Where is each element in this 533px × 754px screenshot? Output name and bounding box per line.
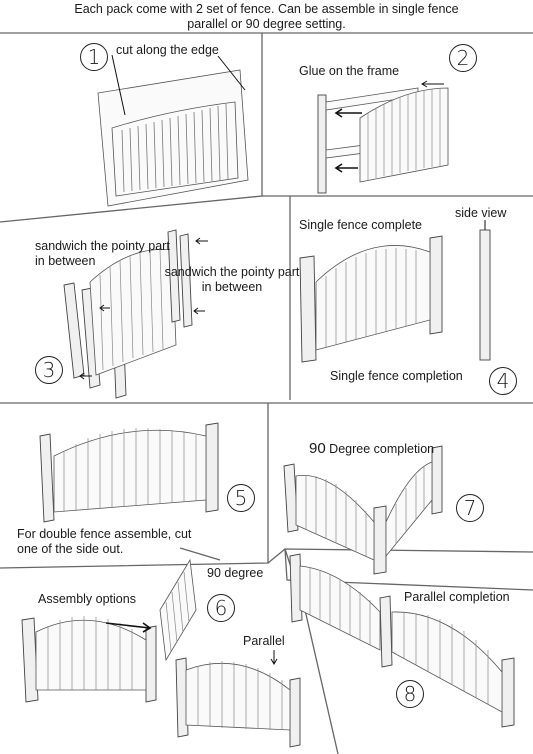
step-5-number: 5 [227,484,255,512]
step1-sheet-drawing [97,54,249,207]
step-5-label: For double fence assemble, cut one of th… [17,527,192,556]
step6-options-drawing [21,558,301,748]
step-8-number: 8 [396,680,424,708]
step-3-number: 3 [35,356,63,384]
step-4-label-top: Single fence complete [299,218,422,232]
step-4-label-bottom: Single fence completion [330,369,463,383]
step-3-label-right: sandwich the pointy part in between [164,265,300,294]
step5-fence-drawing [39,422,219,523]
header-line-2: parallel or 90 degree setting. [187,17,346,31]
step-7-label-text: Degree completion [329,442,435,456]
step-2-label: Glue on the frame [299,64,400,78]
step8-parallel-drawing [289,553,515,728]
step-3-label-left: sandwich the pointy part in between [35,239,170,268]
step-1-number: 1 [80,43,108,71]
step-2-number: 2 [449,44,477,72]
step-4-label-side: side view [455,206,507,220]
step2-frame-drawing [317,80,449,194]
step-4-number: 4 [489,367,517,395]
step-6-number: 6 [207,594,235,622]
header-line-1: Each pack come with 2 set of fence. Can … [74,2,459,16]
step-7-label-prefix: 90 [309,440,326,457]
step-6-label-90: 90 degree [207,566,264,580]
step-6-label-parallel: Parallel [243,634,285,648]
step7-90deg-drawing [283,445,443,575]
step-7-number: 7 [456,494,484,522]
instructions-header: Each pack come with 2 set of fence. Can … [0,2,533,32]
step-6-label-options: Assembly options [38,592,136,606]
step3-posts-drawing [63,229,208,399]
step-7-label: 90 Degree completion [309,441,434,457]
step-1-label: cut along the edge [116,43,219,57]
step-8-label: Parallel completion [404,590,510,604]
step4-fence-drawing [299,220,491,363]
